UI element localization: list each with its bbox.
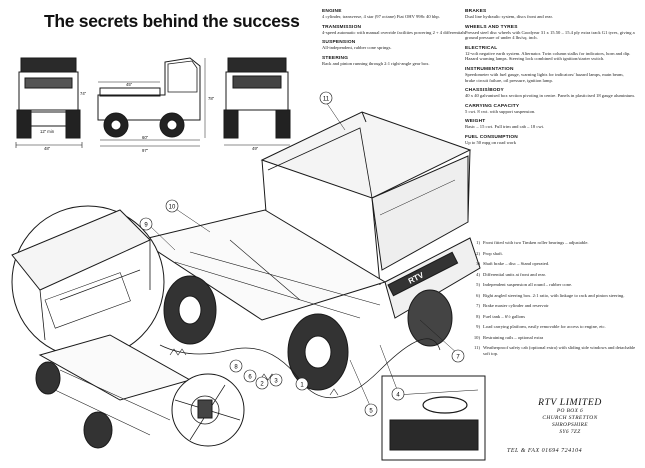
callout-10: 10 xyxy=(165,199,179,213)
callout-4: 4 xyxy=(391,387,405,401)
front-elevation-drawing xyxy=(15,57,83,148)
svg-text:3: 3 xyxy=(274,379,278,385)
dim-side-height: 78" xyxy=(208,96,215,101)
legend-item: 4)Differential units at front and rear. xyxy=(476,271,546,277)
callout-7: 7 xyxy=(451,349,465,363)
transmission-detail-circle xyxy=(171,373,245,447)
company-address-line: SY6 7ZZ xyxy=(559,429,581,435)
dim-side-top: 45" xyxy=(126,82,133,87)
parts-legend: 1)Front fitted with two Timken roller be… xyxy=(470,240,642,361)
dimension-labels: 74" 48" 12" min 45" 60" 97" 78" 49" xyxy=(40,82,259,153)
callout-markers: 11 10 9 8 7 6 5 4 3 2 1 xyxy=(139,91,465,417)
legend-item: 8)Fuel tank – 6½ gallons xyxy=(476,313,525,319)
svg-text:4: 4 xyxy=(396,393,400,399)
legend-item: 10)Restraining rails – optional extra xyxy=(473,334,544,340)
callout-1: 1 xyxy=(295,377,309,391)
legend-item: 2)Prop shaft. xyxy=(476,250,503,256)
svg-text:5: 5 xyxy=(369,409,373,415)
legend-item: 3)Shaft brake – disc – Stand operated. xyxy=(476,261,550,266)
company-contact: RTV LIMITED PO BOX 6 CHURCH STRETTON SHR… xyxy=(500,397,640,436)
dim-side-overall: 97" xyxy=(142,148,149,153)
svg-text:6: 6 xyxy=(248,375,252,381)
callout-6: 6 xyxy=(243,369,257,383)
legend-item: 11)Weatherproof safety cab (optional ext… xyxy=(474,345,636,356)
page-title: The secrets behind the success xyxy=(44,11,300,31)
dim-side-length: 60" xyxy=(142,135,149,140)
legend-item: 5)Independent suspension all round – rub… xyxy=(476,282,573,287)
dim-rear-width: 49" xyxy=(252,146,259,151)
callout-8: 8 xyxy=(229,359,243,373)
legend-item: 7)Brake master cylinder and reservoir xyxy=(476,303,549,308)
svg-text:7: 7 xyxy=(456,355,460,361)
dim-front-ground: 12" min xyxy=(40,129,55,134)
svg-text:2: 2 xyxy=(260,382,264,388)
dim-front-height: 74" xyxy=(80,91,87,96)
callout-3: 3 xyxy=(269,373,283,387)
svg-text:9: 9 xyxy=(144,223,148,229)
svg-text:10: 10 xyxy=(169,205,176,211)
svg-text:1: 1 xyxy=(300,383,304,389)
company-address-line: CHURCH STRETTON xyxy=(542,415,598,421)
legend-item: 1)Front fitted with two Timken roller be… xyxy=(476,240,589,245)
platform-detail-circle xyxy=(11,205,165,359)
dim-front-width: 48" xyxy=(44,146,51,151)
rear-elevation-drawing xyxy=(223,57,291,146)
chassis-detail-drawing xyxy=(35,334,192,449)
company-name: RTV LIMITED xyxy=(538,397,602,408)
company-address-line: SHROPSHIRE xyxy=(551,422,589,428)
callout-11: 11 xyxy=(319,91,333,105)
side-elevation-drawing xyxy=(97,57,206,147)
cutaway-vehicle-drawing xyxy=(138,111,481,399)
callout-9: 9 xyxy=(139,217,153,231)
legend-item: 9)Load carrying platform, easily removab… xyxy=(476,324,606,329)
company-address-line: PO BOX 6 xyxy=(556,408,584,414)
callout-2: 2 xyxy=(255,376,269,390)
callout-5: 5 xyxy=(364,403,378,417)
svg-text:11: 11 xyxy=(323,97,330,103)
svg-text:8: 8 xyxy=(234,365,238,371)
company-telephone: TEL & FAX 01694 724104 xyxy=(507,448,583,454)
legend-item: 6)Right angled steering box. 2:1 ratio, … xyxy=(476,292,625,298)
